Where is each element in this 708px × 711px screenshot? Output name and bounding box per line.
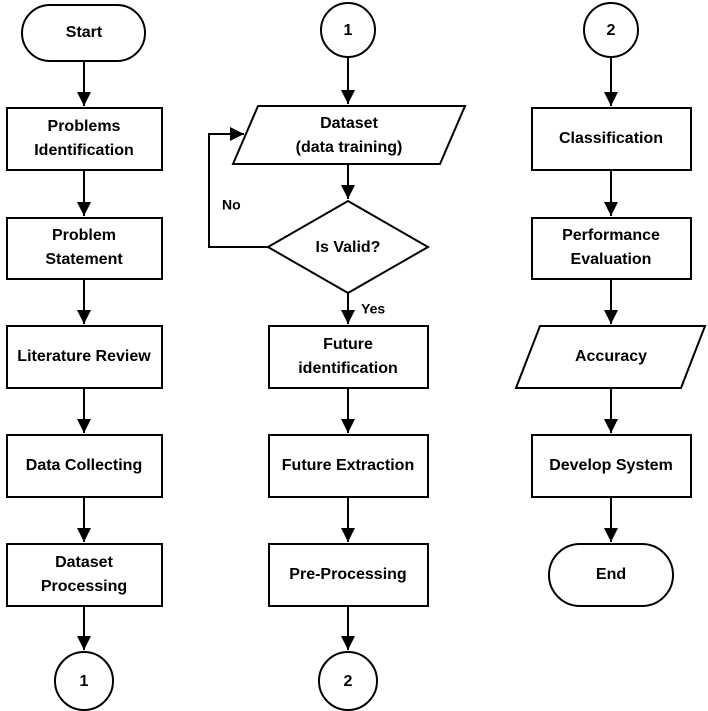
problems-identification-box: [6, 107, 163, 171]
decision-label: Is Valid?: [316, 239, 381, 256]
pre-processing-label: Pre-Processing: [289, 566, 406, 583]
data-collecting-label: Data Collecting: [26, 457, 142, 474]
accuracy-label: Accuracy: [575, 348, 647, 365]
no-loop-arrow: [208, 127, 268, 248]
connector-2-out-label: 2: [344, 673, 353, 690]
performance-evaluation-label: Evaluation: [571, 251, 652, 268]
connector-2-in-label: 2: [607, 22, 616, 39]
future-identification-label: identification: [298, 360, 398, 377]
performance-evaluation-box: [531, 217, 692, 280]
dataset-label: Dataset: [320, 115, 378, 132]
dataset-io-parallelogram: [231, 105, 467, 165]
accuracy-io-parallelogram: [514, 325, 707, 389]
connector-1-out: [54, 651, 114, 711]
data-collecting-box: [6, 434, 163, 498]
start-label: Start: [66, 24, 103, 41]
connector-1-in-label: 1: [344, 22, 353, 39]
problem-statement-label: Problem: [52, 227, 116, 244]
problems-identification-label: Identification: [34, 142, 134, 159]
dataset-processing-box: [6, 543, 163, 607]
future-extraction-box: [268, 434, 429, 498]
end-label: End: [596, 566, 626, 583]
future-identification-box: [268, 325, 429, 389]
dataset-processing-label: Dataset: [55, 554, 113, 571]
pre-processing-box: [268, 543, 429, 607]
performance-evaluation-label: Performance: [562, 227, 660, 244]
problem-statement-label: Statement: [45, 251, 123, 268]
classification-box: [531, 107, 692, 171]
connector-2-out: [318, 651, 378, 711]
column-3: 2 Classification Performance Evaluation …: [514, 2, 707, 607]
develop-system-label: Develop System: [549, 457, 673, 474]
no-label: No: [222, 197, 241, 213]
end-terminal: [548, 543, 674, 607]
connector-1-out-label: 1: [80, 673, 89, 690]
column-1: Start Problems Identification Problem St…: [6, 4, 163, 711]
column-2: 1 Dataset (data training) Is Valid? No Y…: [208, 2, 467, 711]
dataset-label: (data training): [296, 139, 403, 156]
future-extraction-label: Future Extraction: [282, 457, 414, 474]
yes-label: Yes: [361, 301, 385, 317]
dataset-processing-label: Processing: [41, 578, 127, 595]
literature-review-box: [6, 325, 163, 389]
problems-identification-label: Problems: [48, 118, 121, 135]
future-identification-label: Future: [323, 336, 373, 353]
literature-review-label: Literature Review: [17, 348, 151, 365]
classification-label: Classification: [559, 130, 663, 147]
